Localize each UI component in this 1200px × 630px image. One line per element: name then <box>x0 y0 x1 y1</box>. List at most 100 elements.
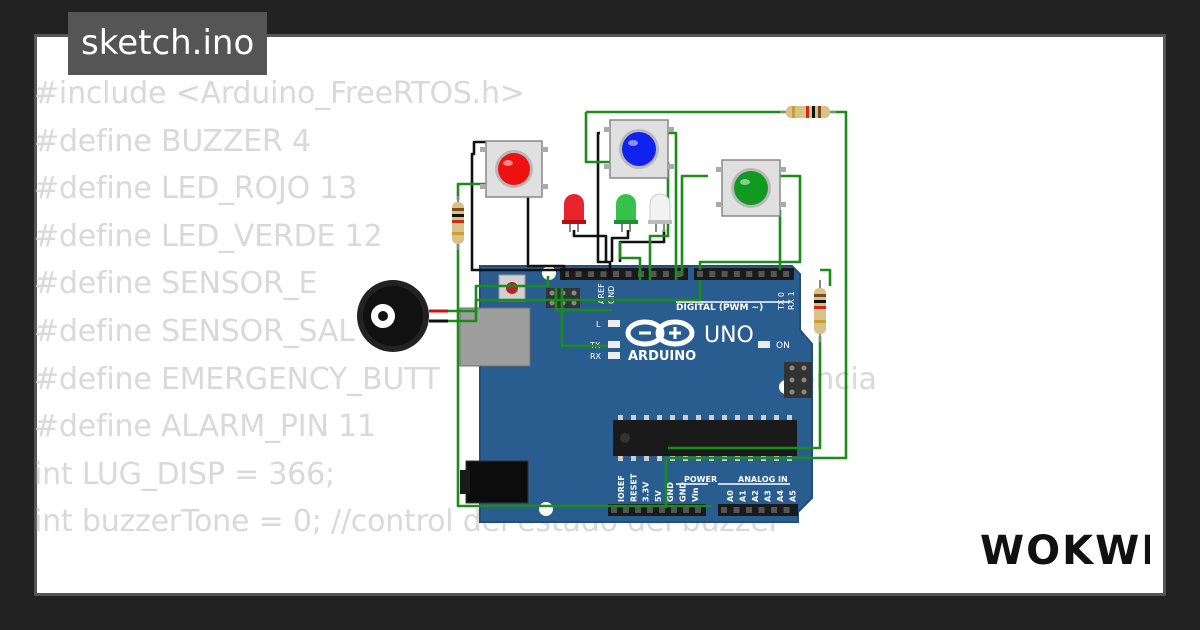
code-line: #define ALARM_PIN 11 <box>34 409 376 445</box>
resistor-right[interactable] <box>814 280 826 342</box>
analog-pin-label: A4 <box>776 490 785 502</box>
chip-pin <box>644 456 649 461</box>
analog-pin-label: A1 <box>739 490 748 502</box>
chip-pin <box>735 415 740 420</box>
code-listing: #include <Arduino_FreeRTOS.h> #define BU… <box>34 70 877 546</box>
header-pin <box>758 507 765 513</box>
header-pin <box>623 507 629 513</box>
header-pin <box>663 271 669 277</box>
header-pin <box>746 507 752 513</box>
resistor-left[interactable] <box>452 196 464 250</box>
header-pin <box>600 271 607 277</box>
power-pin-label: RESET <box>629 473 638 502</box>
led-white[interactable] <box>648 193 672 232</box>
header-pin <box>695 507 701 513</box>
piezo-buzzer[interactable] <box>357 280 448 352</box>
atmega-chip <box>613 420 797 456</box>
header-pin <box>771 507 777 513</box>
code-line: #define SENSOR_E <box>34 266 318 302</box>
push-button-red[interactable] <box>480 140 548 198</box>
chip-pin <box>670 415 675 420</box>
power-pin-label: IOREF <box>617 475 626 502</box>
analog-pin-label: A2 <box>751 490 760 502</box>
analog-pin-label: A5 <box>789 490 798 502</box>
code-line: int LUG_DISP = 366; <box>34 456 335 492</box>
analog-pin-label: A3 <box>764 490 773 502</box>
header-pin <box>733 507 740 513</box>
chip-pin <box>787 415 792 420</box>
wires <box>448 110 848 508</box>
chip-pin <box>722 415 727 420</box>
chip-pin <box>774 415 779 420</box>
push-button-blue[interactable] <box>604 119 674 179</box>
power-pin-label: 3.3V <box>642 481 651 502</box>
power-pin-label: GND <box>679 482 688 502</box>
header-pin <box>770 271 777 277</box>
icsp-header-2 <box>784 362 812 398</box>
header-pin <box>625 271 632 277</box>
gnd-label: GND <box>607 286 616 304</box>
rx-label: RX <box>590 352 602 361</box>
chip-pin <box>644 415 649 420</box>
header-pin <box>721 507 727 513</box>
rx1-label: RX 1 <box>787 291 796 310</box>
led-red[interactable] <box>562 194 586 232</box>
header-pin <box>783 271 790 277</box>
arduino-label: ARDUINO <box>628 349 696 364</box>
wokwi-logo: WOKWI <box>980 528 1150 572</box>
header-pin <box>671 507 677 513</box>
header-pin <box>721 271 728 277</box>
header-pin <box>746 271 753 277</box>
header-pin <box>783 507 790 513</box>
code-line: #include <Arduino_FreeRTOS.h> <box>34 76 525 111</box>
chip-pin <box>696 415 701 420</box>
rx-led <box>608 352 620 359</box>
uno-label: UNO <box>704 323 754 348</box>
l-led <box>608 320 620 327</box>
l-label: L <box>596 320 601 329</box>
mounting-hole <box>539 502 553 516</box>
arduino-uno-board[interactable]: DIGITAL (PWM ~) POWER ANALOG IN AREF GND… <box>459 265 813 523</box>
header-pin <box>683 507 689 513</box>
header-pin <box>697 271 703 277</box>
header-pin <box>659 507 665 513</box>
code-line: #define SENSOR_SAL 7 <box>34 313 383 349</box>
analog-label: ANALOG IN <box>738 475 788 484</box>
header-pin <box>675 271 682 277</box>
usb-port <box>459 307 531 367</box>
header-pin <box>709 271 716 277</box>
header-pin <box>635 507 641 513</box>
arduino-logo <box>625 319 695 347</box>
digital-label: DIGITAL (PWM ~) <box>676 303 763 313</box>
chip-pin <box>631 456 636 461</box>
chip-pin <box>657 415 662 420</box>
tx0-label: TX 0 <box>777 292 786 311</box>
power-pin-label: GND <box>666 482 675 502</box>
header-pin <box>650 271 657 277</box>
on-label: ON <box>776 341 790 351</box>
on-led <box>758 341 770 348</box>
push-button-green[interactable] <box>716 159 786 217</box>
sketch-filename-tab: sketch.ino <box>68 12 268 75</box>
led-green[interactable] <box>614 194 638 232</box>
header-pin <box>758 271 765 277</box>
header-pin <box>563 271 569 277</box>
chip-pin <box>683 415 688 420</box>
code-line: #define LED_ROJO 13 <box>34 171 358 207</box>
header-pin <box>588 271 594 277</box>
power-label: POWER <box>684 475 717 484</box>
tx-led <box>608 341 620 348</box>
chip-pin <box>657 456 662 461</box>
chip-pin <box>748 415 753 420</box>
header-pin <box>647 507 653 513</box>
chip-pin <box>618 415 623 420</box>
chip-pin <box>709 415 714 420</box>
resistor-top[interactable] <box>780 106 836 118</box>
header-pin <box>613 271 619 277</box>
header-pin <box>575 271 582 277</box>
header-pin <box>611 507 617 513</box>
analog-pin-label: A0 <box>726 490 735 502</box>
chip-pin <box>631 415 636 420</box>
